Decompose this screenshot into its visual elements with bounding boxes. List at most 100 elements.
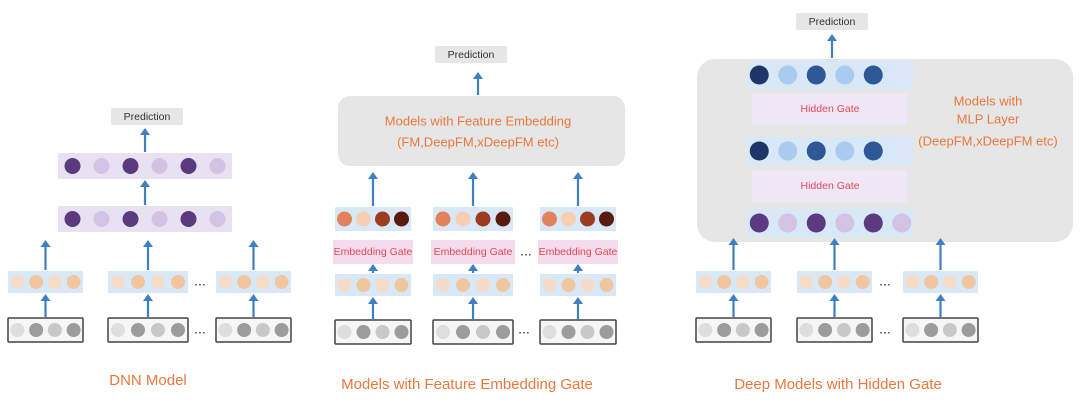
neuron [47, 323, 62, 337]
hidden-gate-label-1: Hidden Gate [801, 180, 860, 192]
neuron [93, 211, 110, 227]
dnn-prediction-box [111, 108, 183, 125]
feg-input-row-2-frame [432, 319, 514, 345]
neuron [180, 158, 197, 174]
arrow-head [40, 240, 51, 247]
neuron [924, 275, 939, 289]
feg-gated-row-3-frame [540, 207, 616, 231]
dnn-input-row-2 [107, 317, 189, 343]
neuron [806, 141, 826, 161]
neuron [218, 275, 233, 289]
feg-input-row-2 [432, 319, 514, 345]
neuron [356, 211, 371, 227]
neuron [698, 275, 713, 289]
neuron [961, 323, 976, 337]
feature-embedding-model-box [338, 96, 625, 166]
neuron [778, 213, 798, 233]
neuron [435, 211, 451, 227]
neuron [476, 325, 490, 339]
neuron [599, 211, 614, 227]
feg-embedding-row-3 [540, 274, 616, 296]
flow-arrow [573, 264, 583, 273]
flow-arrow [368, 172, 378, 206]
neuron [905, 275, 920, 289]
neuron [561, 278, 576, 292]
arrow-head [468, 297, 478, 304]
feg-input-row-3-frame [539, 319, 617, 345]
neuron [66, 323, 81, 337]
neuron [749, 141, 769, 161]
hg-hidden-layer-2 [748, 137, 913, 165]
dnn-model-caption: DNN Model [109, 372, 187, 389]
flow-arrow [143, 240, 153, 270]
feg-embedding-row-2-frame [433, 274, 513, 296]
neuron [111, 323, 125, 337]
neuron [835, 141, 855, 161]
neuron [892, 141, 912, 161]
neuron [754, 275, 769, 289]
neuron [375, 278, 390, 292]
hidden-gate-label-2: Hidden Gate [801, 103, 860, 115]
flow-arrow [248, 294, 259, 317]
embedding-gate-label-3: Embedding Gate [539, 246, 618, 258]
neuron [778, 65, 798, 85]
feg-prediction: Prediction [448, 49, 495, 61]
feg-gated-row-1 [335, 207, 411, 231]
neuron [818, 323, 833, 337]
neuron [924, 323, 939, 337]
feg-gate-ellipsis: ... [520, 243, 532, 259]
neuron [475, 211, 491, 227]
neuron [735, 275, 750, 289]
neuron [542, 325, 557, 339]
flow-arrow [143, 294, 153, 317]
neuron [436, 278, 450, 292]
dnn-embedding-row-1 [8, 271, 83, 293]
neuron [455, 211, 471, 227]
arrow-head [829, 238, 840, 245]
mlp-label-line-3: (DeepFM,xDeepFM etc) [918, 133, 1057, 148]
neuron [209, 211, 226, 227]
arrow-head [248, 240, 259, 247]
feature-embedding-gate-caption: Models with Feature Embedding Gate [341, 376, 593, 393]
dnn-embedding-row-3 [216, 271, 291, 293]
flow-arrow [368, 297, 378, 319]
neuron [122, 158, 139, 174]
neuron [749, 65, 769, 85]
neuron [961, 275, 976, 289]
neuron [835, 65, 855, 85]
dnn-hidden-layer-1 [58, 206, 232, 232]
neuron [836, 275, 851, 289]
dnn-hidden-layer-1-frame [58, 206, 232, 232]
neuron [375, 211, 390, 227]
flow-arrow [935, 294, 946, 317]
hg-embedding-row-2-frame [797, 271, 872, 293]
feature-embedding-box-line-1: Models with Feature Embedding [385, 113, 571, 128]
neuron [93, 158, 110, 174]
arrow-head [143, 240, 153, 247]
embedding-gate-label-1: Embedding Gate [334, 246, 413, 258]
feg-gated-row-3 [540, 207, 616, 231]
neuron [337, 278, 352, 292]
neuron [717, 323, 732, 337]
neuron [394, 278, 409, 292]
flow-arrow [468, 297, 478, 319]
flow-arrow [935, 238, 946, 270]
neuron [799, 275, 814, 289]
neuron [66, 275, 81, 289]
neuron [218, 323, 233, 337]
hg-embedding-ellipsis: ... [879, 273, 891, 289]
neuron [580, 325, 595, 339]
neuron [29, 323, 44, 337]
neuron [835, 213, 855, 233]
neuron [122, 211, 139, 227]
neuron [151, 323, 165, 337]
neuron [818, 275, 833, 289]
neuron [180, 211, 197, 227]
arrow-head [473, 72, 483, 79]
hg-hidden-layer-3 [748, 61, 913, 89]
flow-arrow [728, 238, 739, 270]
arrow-head [140, 180, 150, 187]
feg-input-row-1 [334, 319, 412, 345]
flow-arrow [40, 294, 51, 317]
